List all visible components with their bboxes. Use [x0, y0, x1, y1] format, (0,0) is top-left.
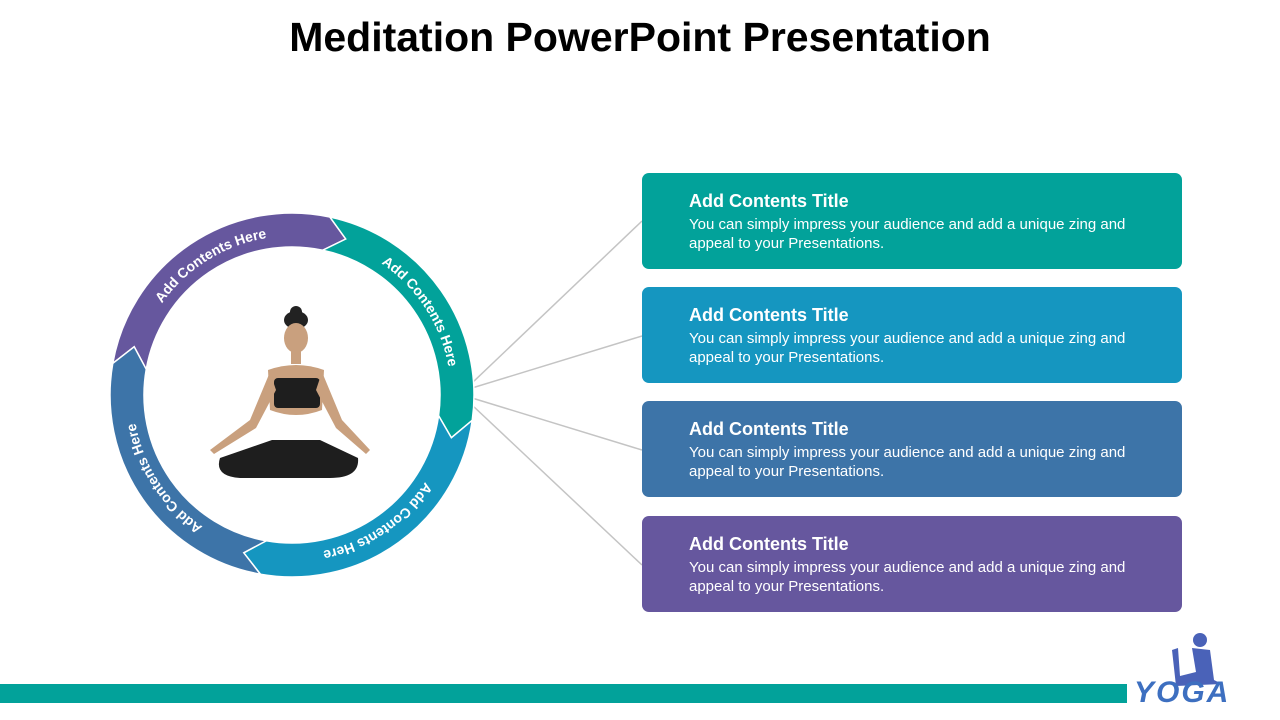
card-title: Add Contents Title [689, 305, 849, 325]
card-body: You can simply impress your audience and… [689, 444, 1126, 480]
connector-lines [471, 220, 643, 566]
card-title: Add Contents Title [689, 419, 849, 439]
card-body: You can simply impress your audience and… [689, 559, 1126, 595]
connector-line [471, 335, 643, 389]
ring-segment [320, 215, 475, 439]
slide-title: Meditation PowerPoint Presentation [289, 14, 991, 60]
card-title: Add Contents Title [689, 534, 849, 554]
connector-line [471, 404, 643, 566]
card-title: Add Contents Title [689, 191, 849, 211]
card-body: You can simply impress your audience and… [689, 330, 1126, 366]
yoga-logo: YOGA [1134, 676, 1231, 709]
connector-line [471, 397, 643, 451]
ring-segment [109, 345, 269, 576]
footer-bar [0, 684, 1127, 703]
card-body: You can simply impress your audience and… [689, 216, 1126, 252]
connector-line [471, 220, 643, 384]
meditating-woman-icon [210, 306, 370, 478]
